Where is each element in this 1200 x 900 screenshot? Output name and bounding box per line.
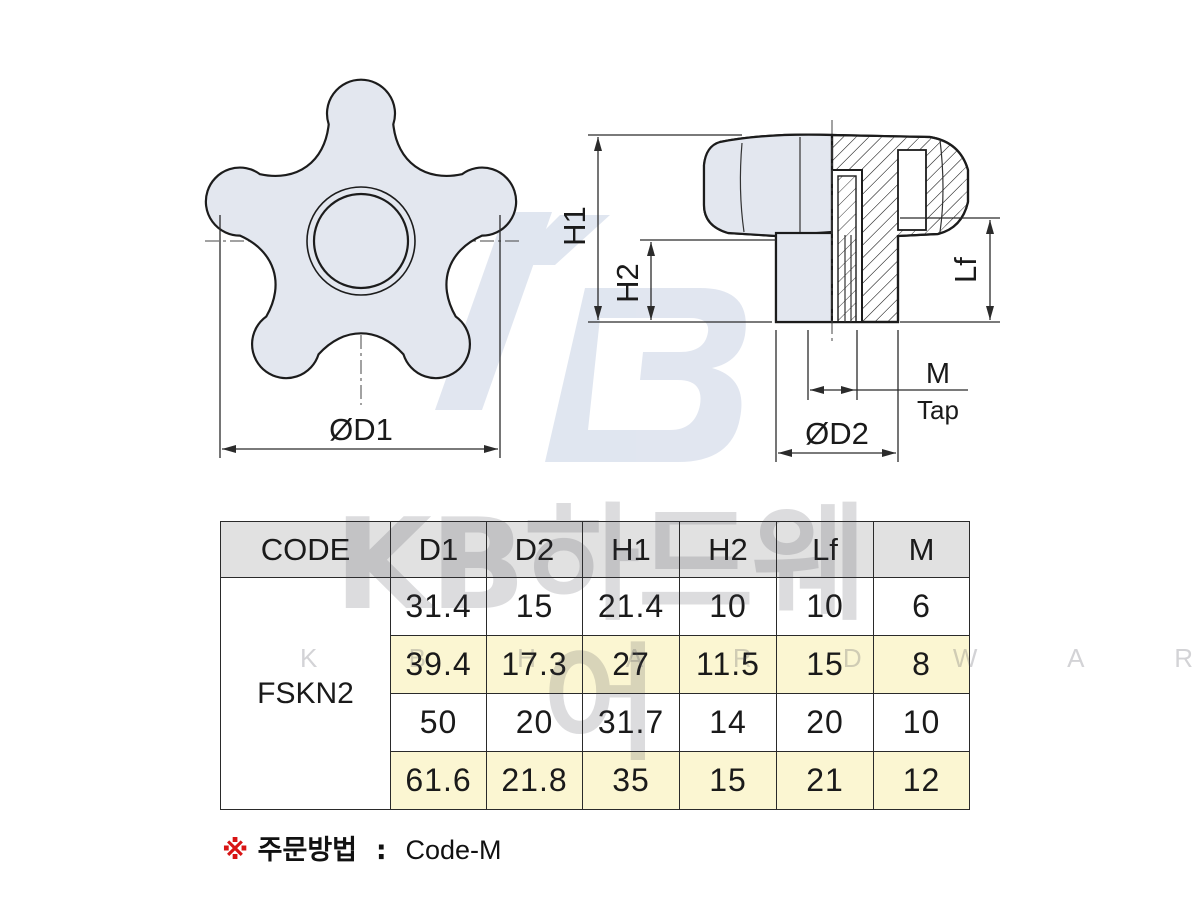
table-row: FSKN2 31.4 15 21.4 10 10 6 — [220, 577, 970, 810]
code-cell: FSKN2 — [220, 577, 391, 810]
header-m: M — [873, 521, 970, 578]
order-method-note: ※ 주문방법 : Code-M — [222, 828, 501, 867]
cell-h2: 15 — [679, 751, 777, 810]
order-method-label: 주문방법 — [257, 835, 358, 866]
section-recess — [897, 149, 927, 231]
cell-h1: 27 — [582, 635, 680, 694]
reference-mark: ※ — [222, 835, 249, 866]
knob-outer-left — [702, 133, 834, 238]
header-h2: H2 — [679, 521, 777, 578]
tap-label: Tap — [917, 395, 959, 425]
h2-arrow-top — [647, 242, 655, 256]
cell-m: 12 — [873, 751, 970, 810]
cell-h2: 14 — [679, 693, 777, 752]
order-method-value: Code-M — [405, 835, 502, 865]
knob-hub-left — [774, 231, 834, 324]
h2-label: H2 — [610, 263, 645, 303]
h1-label: H1 — [557, 206, 592, 246]
table-row: 39.4 17.3 27 11.5 15 8 — [221, 635, 970, 694]
m-label: M — [926, 358, 950, 390]
cell-lf: 10 — [776, 577, 874, 636]
h1-arrow-top — [594, 137, 602, 151]
d2-arrow-left — [778, 449, 792, 457]
cell-d1: 61.6 — [390, 751, 487, 810]
cell-h2: 11.5 — [679, 635, 777, 694]
d1-arrow-right — [484, 445, 498, 453]
header-lf: Lf — [776, 521, 874, 578]
kb-logo-text: KB — [0, 0, 2, 1]
m-arrow-right — [841, 386, 855, 394]
cell-d1: 31.4 — [390, 577, 487, 636]
header-d2: D2 — [486, 521, 583, 578]
lf-arrow-bottom — [986, 306, 994, 320]
order-method-separator: : — [366, 835, 397, 866]
cell-d2: 21.8 — [486, 751, 583, 810]
m-arrow-left — [810, 386, 824, 394]
cell-d2: 20 — [486, 693, 583, 752]
specification-table: CODE D1 D2 H1 H2 Lf M FSKN2 31.4 15 21.4… — [220, 521, 970, 810]
cell-d2: 15 — [486, 577, 583, 636]
header-h1: H1 — [582, 521, 680, 578]
cell-lf: 21 — [776, 751, 874, 810]
technical-drawing: KB ØD1 H1 H2 Lf — [0, 0, 1000, 462]
cell-lf: 20 — [776, 693, 874, 752]
bore-inner-circle — [312, 192, 410, 290]
lobe-line-3 — [939, 139, 944, 233]
cell-h1: 35 — [582, 751, 680, 810]
cell-lf: 15 — [776, 635, 874, 694]
cell-d2: 17.3 — [486, 635, 583, 694]
cell-h1: 31.7 — [582, 693, 680, 752]
cell-m: 10 — [873, 693, 970, 752]
h2-arrow-bottom — [647, 306, 655, 320]
lf-arrow-top — [986, 220, 994, 234]
header-d1: D1 — [390, 521, 487, 578]
table-row: 61.6 21.8 35 15 21 12 — [221, 751, 970, 810]
cell-m: 6 — [873, 577, 970, 636]
h1-arrow-bottom — [594, 306, 602, 320]
d1-label: ØD1 — [329, 412, 393, 447]
insert-wall — [837, 175, 857, 323]
cell-d1: 50 — [390, 693, 487, 752]
lf-label: Lf — [948, 257, 983, 283]
d2-label: ØD2 — [805, 416, 869, 451]
table-header-row: CODE D1 D2 H1 H2 Lf M — [220, 521, 970, 578]
d1-arrow-left — [222, 445, 236, 453]
cell-h2: 10 — [679, 577, 777, 636]
header-code: CODE — [220, 521, 391, 578]
bore-outer-circle — [306, 186, 416, 296]
table-row: 50 20 31.7 14 20 10 — [221, 693, 970, 752]
lobe-line-1 — [739, 142, 745, 233]
cell-h1: 21.4 — [582, 577, 680, 636]
cell-m: 8 — [873, 635, 970, 694]
d2-arrow-right — [882, 449, 896, 457]
cell-d1: 39.4 — [390, 635, 487, 694]
